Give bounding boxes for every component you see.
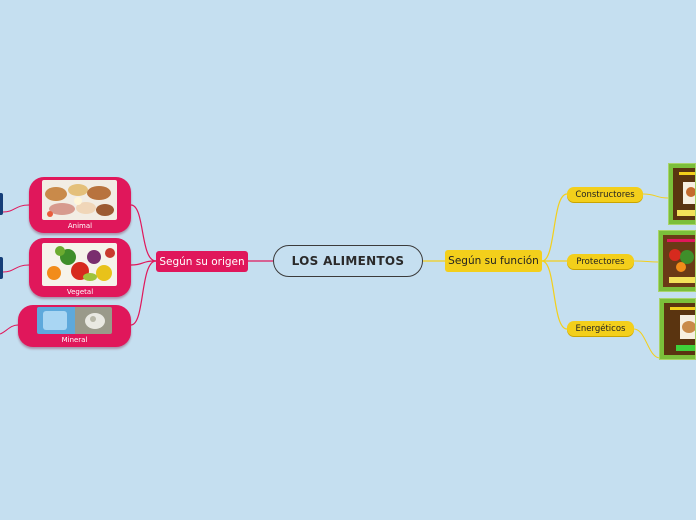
protectores-image-card[interactable]	[658, 230, 696, 292]
subtopic-label: Mineral	[61, 336, 88, 344]
topic-segun-su-origen[interactable]: Según su origen	[156, 251, 248, 272]
topic-label: Según su función	[448, 255, 539, 267]
subtopic-energeticos[interactable]: Energéticos	[567, 321, 634, 336]
subtopic-label: Protectores	[576, 256, 625, 267]
subtopic-animal[interactable]: Animal	[29, 177, 131, 233]
vegetable-food-image	[42, 243, 117, 286]
subtopic-constructores[interactable]: Constructores	[567, 187, 643, 202]
energeticos-poster-image	[664, 303, 695, 355]
protectores-poster-image	[663, 235, 695, 287]
subtopic-label: Constructores	[575, 189, 635, 200]
mineral-water-image	[37, 307, 112, 334]
central-topic-label: LOS ALIMENTOS	[291, 254, 405, 268]
subtopic-label: Vegetal	[66, 288, 94, 296]
topic-label: Según su origen	[159, 255, 245, 268]
subtopic-protectores[interactable]: Protectores	[567, 254, 634, 269]
subtopic-label: Animal	[67, 222, 93, 230]
constructores-image-card[interactable]	[668, 163, 696, 225]
central-topic[interactable]: LOS ALIMENTOS	[273, 245, 423, 277]
subtopic-label: Energéticos	[575, 323, 626, 334]
animal-food-image	[42, 180, 117, 220]
offscreen-node-stub[interactable]	[0, 257, 3, 279]
constructores-poster-image	[673, 168, 695, 220]
energeticos-image-card[interactable]	[659, 298, 696, 360]
subtopic-vegetal[interactable]: Vegetal	[29, 238, 131, 297]
offscreen-node-stub[interactable]	[0, 193, 3, 215]
topic-segun-su-funcion[interactable]: Según su función	[445, 250, 542, 272]
subtopic-mineral[interactable]: Mineral	[18, 305, 131, 347]
